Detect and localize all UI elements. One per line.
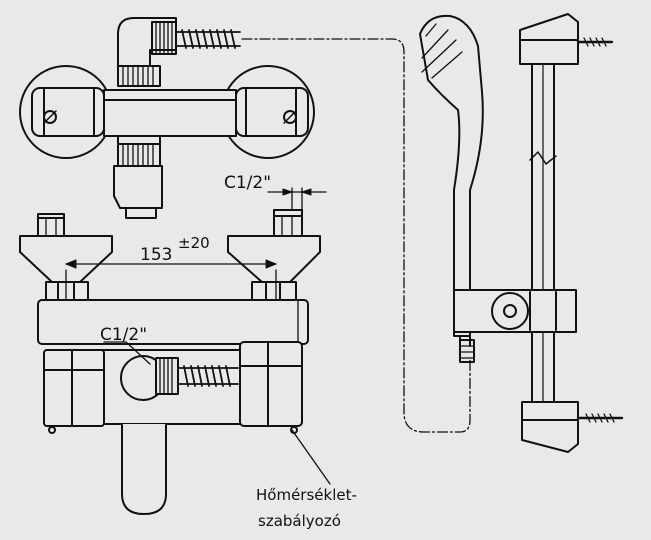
callout-label-line2: szabályozó <box>258 512 341 530</box>
top-knurl-ring <box>117 65 161 87</box>
outlet-knurl <box>155 357 179 395</box>
top-body-bar <box>103 89 237 137</box>
right-funnel <box>227 235 321 283</box>
distance-value: 153 <box>140 245 172 265</box>
mixer-front-view <box>19 187 327 345</box>
left-end-cap <box>43 349 105 427</box>
temperature-handle <box>239 341 303 427</box>
callout-label-line1: Hőmérséklet- <box>256 486 357 504</box>
hose-spring-top <box>175 29 241 49</box>
shower-head <box>419 14 484 337</box>
right-screw <box>283 110 297 124</box>
hose-path <box>241 38 471 433</box>
thread-label-bottom: C1/2" <box>100 325 147 345</box>
elbow-connector <box>117 17 177 71</box>
thread-label-top: C1/2" <box>224 173 271 193</box>
bottom-outlet <box>113 165 163 209</box>
slider-knob <box>491 292 529 330</box>
right-hex-nut <box>251 281 297 301</box>
front-body <box>37 299 309 345</box>
spout <box>121 423 167 515</box>
bottom-knurl <box>117 143 161 167</box>
left-foot <box>48 426 56 434</box>
hose-spring-bottom <box>177 365 239 387</box>
slide-bar <box>453 13 624 453</box>
thermostat-body <box>43 341 331 515</box>
distance-tolerance: ±20 <box>178 234 210 252</box>
bottom-bracket <box>521 401 579 453</box>
left-screw <box>43 110 57 124</box>
left-hex-nut <box>45 281 89 301</box>
hand-shower <box>419 14 484 363</box>
rail-break <box>529 151 557 165</box>
right-inlet <box>273 209 303 239</box>
outlet-thread <box>125 207 157 219</box>
shower-thread <box>459 339 475 363</box>
callout-leader <box>291 429 331 485</box>
mixer-top-view <box>19 17 471 433</box>
slider-knob-center <box>503 304 517 318</box>
